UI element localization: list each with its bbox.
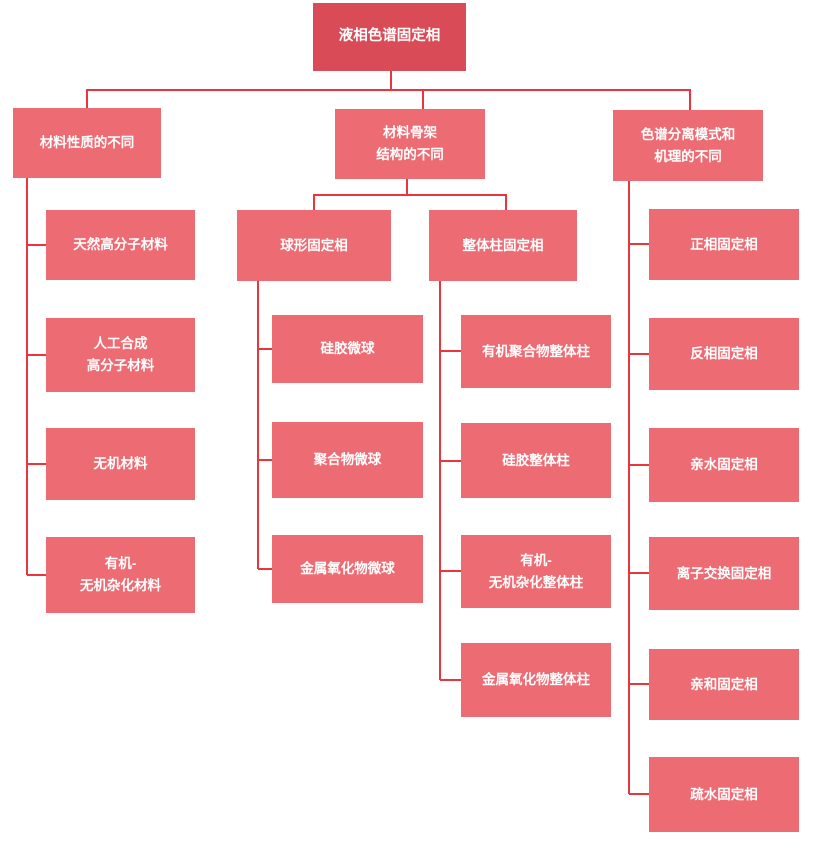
node-polymer-microsphere: 聚合物微球 — [272, 422, 423, 498]
node-label: 聚合物微球 — [313, 452, 382, 468]
node-label: 离子交换固定相 — [676, 565, 772, 581]
node-monolithic-phase: 整体柱固定相 — [429, 210, 577, 281]
node-label: 金属氧化物微球 — [300, 561, 395, 577]
node-organic-polymer-monolith: 有机聚合物整体柱 — [461, 315, 611, 388]
node-label: 有机- 无机杂化整体柱 — [488, 552, 584, 590]
node-synthetic-polymer: 人工合成 高分子材料 — [46, 318, 195, 392]
node-spherical-phase: 球形固定相 — [237, 210, 391, 281]
node-branch-material-nature: 材料性质的不同 — [13, 108, 161, 178]
node-label: 材料骨架 结构的不同 — [376, 125, 444, 162]
node-reversed-phase: 反相固定相 — [649, 318, 799, 390]
node-silica-microsphere: 硅胶微球 — [272, 315, 423, 383]
node-root: 液相色谱固定相 — [313, 3, 466, 71]
node-label: 有机- 无机杂化材料 — [80, 556, 161, 593]
node-label: 无机材料 — [93, 456, 148, 472]
node-natural-polymer: 天然高分子材料 — [46, 210, 195, 280]
node-label: 天然高分子材料 — [73, 237, 168, 253]
node-label: 液相色谱固定相 — [338, 28, 441, 45]
node-metal-oxide-monolith: 金属氧化物整体柱 — [461, 643, 611, 717]
node-hybrid-monolith: 有机- 无机杂化整体柱 — [461, 535, 611, 608]
node-label: 正相固定相 — [690, 236, 758, 252]
node-hydrophilic-phase: 亲水固定相 — [649, 428, 799, 502]
node-label: 金属氧化物整体柱 — [482, 672, 590, 688]
node-label: 人工合成 高分子材料 — [86, 336, 155, 373]
node-hydrophobic-phase: 疏水固定相 — [649, 757, 799, 832]
node-ion-exchange-phase: 离子交换固定相 — [649, 537, 799, 610]
node-branch-separation-mode: 色谱分离模式和 机理的不同 — [613, 110, 763, 181]
node-label: 球形固定相 — [280, 237, 348, 253]
node-label: 硅胶微球 — [320, 341, 375, 357]
node-label: 整体柱固定相 — [462, 237, 544, 253]
node-label: 亲和固定相 — [690, 676, 758, 692]
node-label: 亲水固定相 — [690, 457, 758, 473]
node-normal-phase: 正相固定相 — [649, 209, 799, 280]
node-label: 疏水固定相 — [690, 786, 758, 802]
node-label: 有机聚合物整体柱 — [482, 343, 590, 359]
node-inorganic-material: 无机材料 — [46, 428, 195, 500]
node-silica-monolith: 硅胶整体柱 — [461, 423, 611, 498]
node-metal-oxide-microsphere: 金属氧化物微球 — [272, 535, 423, 603]
node-label: 反相固定相 — [690, 346, 758, 362]
node-label: 硅胶整体柱 — [502, 452, 570, 468]
node-affinity-phase: 亲和固定相 — [649, 649, 799, 720]
node-label: 材料性质的不同 — [39, 135, 135, 151]
node-branch-material-skeleton: 材料骨架 结构的不同 — [335, 109, 485, 179]
node-label: 色谱分离模式和 机理的不同 — [640, 126, 736, 164]
node-organic-inorganic-hybrid: 有机- 无机杂化材料 — [46, 537, 195, 613]
